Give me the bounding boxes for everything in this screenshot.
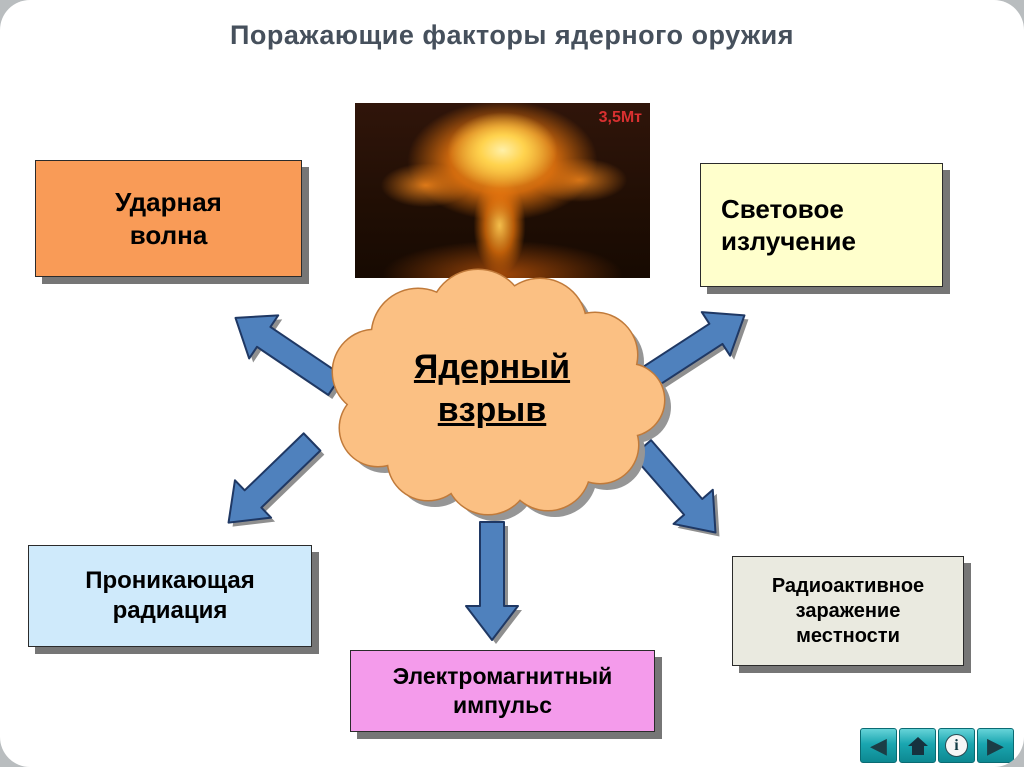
factor-label-radioactive-contamination: Радиоактивное заражение местности: [771, 574, 925, 647]
factor-box-radioactive-contamination: Радиоактивное заражение местности: [732, 556, 964, 666]
factor-label-shock-wave: Ударная волна: [115, 187, 222, 250]
nav-bar: ◀ i ▶: [860, 728, 1014, 763]
arrow-to-light-radiation: [632, 292, 760, 401]
factor-label-penetrating-radiation: Проникающая радиация: [85, 567, 255, 624]
arrow-to-shock-wave: [219, 295, 351, 408]
nav-home-button[interactable]: [899, 728, 936, 763]
back-arrow-icon: ◀: [870, 732, 887, 758]
forward-arrow-icon: ▶: [987, 732, 1004, 758]
arrow-to-radioactive-contamination: [621, 429, 737, 551]
yield-label: 3,5Мт: [598, 109, 642, 126]
factor-box-penetrating-radiation: Проникающая радиация: [28, 545, 312, 647]
factor-box-light-radiation: Световое излучение: [700, 163, 943, 287]
home-icon: [907, 736, 928, 755]
cloud-label-line2: взрыв: [437, 390, 547, 429]
factor-label-light-radiation: Световое излучение: [721, 193, 856, 257]
nav-forward-button[interactable]: ▶: [977, 728, 1014, 763]
nav-info-button[interactable]: i: [938, 728, 975, 763]
factor-label-emp: Электромагнитный импульс: [392, 663, 613, 718]
factor-box-shock-wave: Ударная волна: [35, 160, 302, 277]
arrow-to-penetrating-radiation: [209, 422, 332, 543]
arrow-to-emp: [465, 521, 519, 641]
nuclear-explosion-label: Ядерный взрыв: [362, 346, 622, 431]
nuclear-explosion-photo: 3,5Мт: [355, 103, 650, 278]
slide-title: Поражающие факторы ядерного оружия: [230, 20, 794, 50]
factor-box-emp: Электромагнитный импульс: [350, 650, 655, 732]
nav-back-button[interactable]: ◀: [860, 728, 897, 763]
cloud-label-line1: Ядерный: [413, 348, 571, 386]
info-icon: i: [945, 734, 968, 757]
